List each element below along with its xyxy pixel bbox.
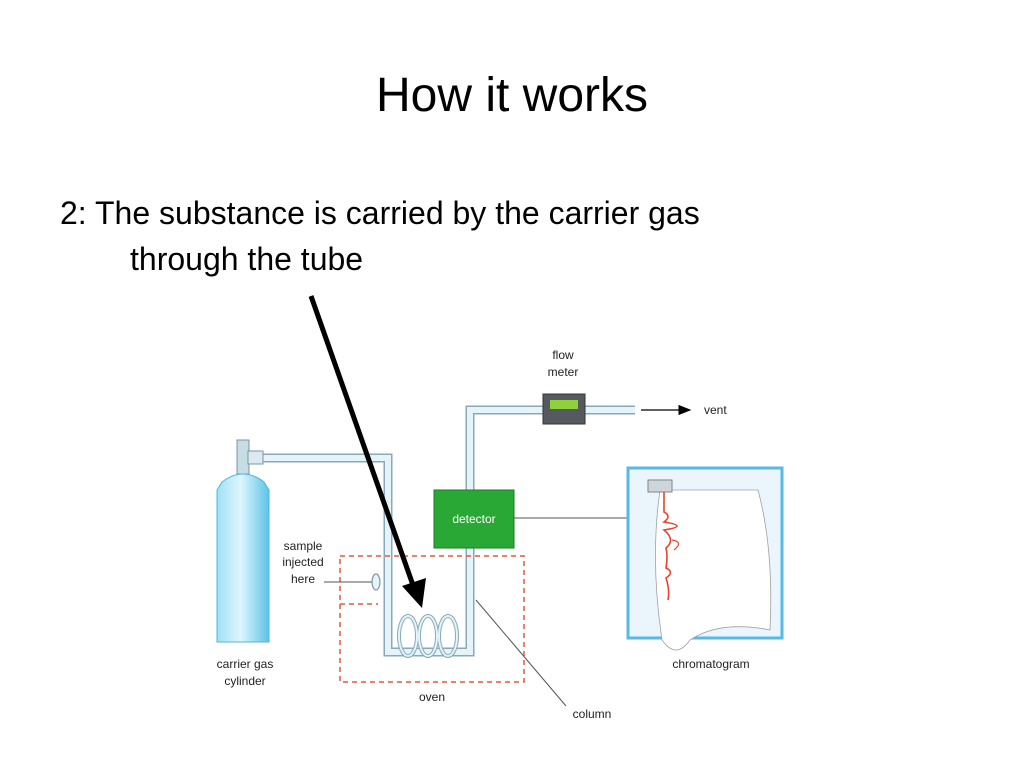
bullet-text: 2: The substance is carried by the carri… (60, 190, 960, 282)
flow-label: flow (552, 348, 574, 362)
chromatogram-label: chromatogram (672, 657, 749, 671)
here-label: here (291, 572, 315, 586)
carrier-gas-label: carrier gas (217, 657, 274, 671)
slide-title: How it works (375, 69, 649, 122)
flow-meter (542, 393, 586, 425)
detector: detector (433, 489, 515, 549)
chromatogram-recorder (626, 466, 784, 651)
column-coil (383, 600, 475, 658)
injected-label: injected (282, 555, 323, 569)
detector-label: detector (452, 512, 495, 526)
injection-port (324, 573, 381, 591)
column-leader (475, 599, 567, 707)
column-label: column (573, 707, 612, 721)
cylinder-label: cylinder (224, 674, 265, 688)
oven-label: oven (419, 690, 445, 704)
carrier-gas-cylinder (216, 439, 270, 643)
pointer-arrow (308, 295, 426, 608)
oven-box (339, 555, 525, 683)
sample-label: sample (284, 539, 323, 553)
bullet-line-1: 2: The substance is carried by the carri… (60, 195, 700, 231)
vent-label: vent (704, 403, 727, 417)
bullet-line-2: through the tube (130, 241, 364, 277)
meter-label: meter (548, 365, 579, 379)
